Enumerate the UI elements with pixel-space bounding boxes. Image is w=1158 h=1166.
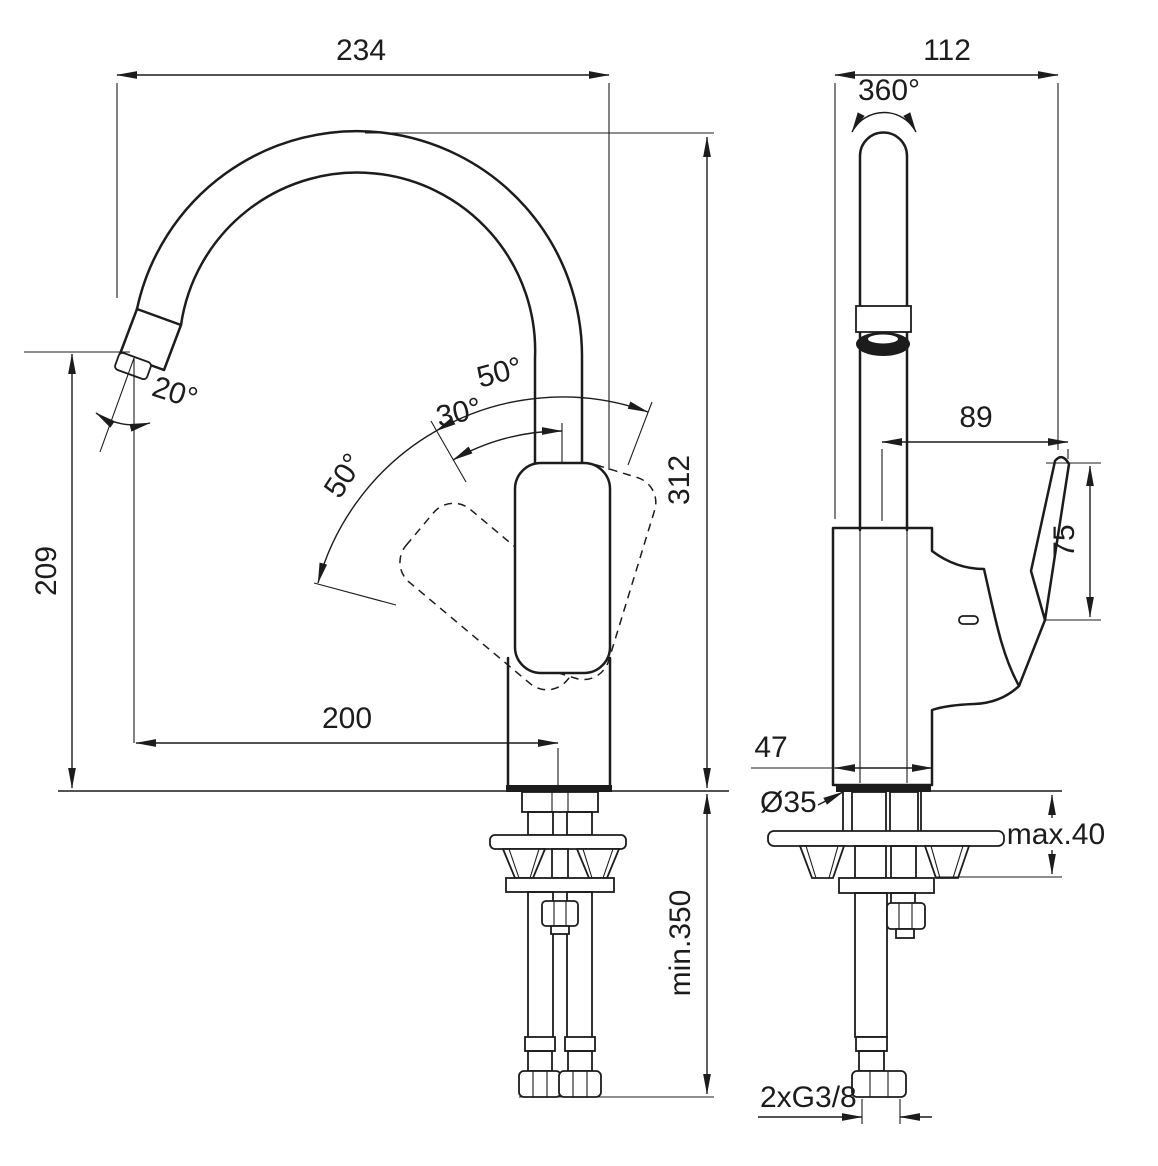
aerator-highlight bbox=[868, 334, 898, 344]
body-column bbox=[506, 656, 612, 787]
mounting-set-front bbox=[489, 791, 627, 1098]
mounting-nut bbox=[541, 900, 579, 927]
dim-handle-height: 75 bbox=[1048, 524, 1081, 557]
temperature-marker bbox=[958, 615, 979, 625]
dim-spout-angle: 20° bbox=[148, 370, 201, 415]
dim-hose-min-length: min.350 bbox=[664, 890, 697, 997]
dim-hole-diameter: Ø35 bbox=[760, 786, 817, 819]
dim-total-height: 312 bbox=[663, 455, 696, 505]
base-gasket-side bbox=[836, 785, 931, 792]
spout-inner-curve bbox=[179, 171, 537, 465]
hose-end-left bbox=[518, 1036, 562, 1098]
dim-handle-swing-total: 50° bbox=[473, 351, 525, 395]
handle-lever-side bbox=[1029, 455, 1071, 622]
dim-spout-reach: 200 bbox=[322, 702, 372, 735]
hose-end-side bbox=[851, 1036, 907, 1098]
aerator-band bbox=[855, 305, 912, 333]
handle-dashed-right-position bbox=[515, 463, 657, 681]
spout-nozzle bbox=[118, 307, 183, 372]
spout-column-hidden bbox=[859, 530, 908, 783]
dim-handle-reach: 89 bbox=[959, 401, 992, 434]
dimension-layer: 234 112 360° 209 312 200 20° 50° 30° 50° bbox=[24, 34, 1105, 1124]
handle-dashed-left-position bbox=[399, 502, 602, 691]
dim-spout-height: 209 bbox=[30, 546, 63, 596]
dim-connection-size: 2xG3/8 bbox=[760, 1081, 857, 1114]
handle-front bbox=[513, 461, 612, 675]
dim-swivel: 360° bbox=[858, 74, 920, 107]
spout-aerator-tip bbox=[114, 351, 152, 381]
body-side bbox=[831, 526, 1021, 787]
mounting-nut-side bbox=[886, 902, 926, 930]
mounting-set-side bbox=[767, 791, 1005, 1098]
side-view bbox=[767, 131, 1071, 1098]
dim-deck-thickness: max.40 bbox=[1007, 818, 1105, 851]
dim-handle-swing-open: 30° bbox=[433, 392, 485, 434]
front-view bbox=[114, 129, 657, 1098]
dim-spout-width: 234 bbox=[336, 34, 386, 67]
base-gasket bbox=[506, 785, 612, 792]
dim-side-width: 112 bbox=[923, 34, 971, 67]
handle-base-edge bbox=[1017, 618, 1047, 688]
hose-end-right bbox=[558, 1036, 602, 1098]
dim-body-width: 47 bbox=[754, 731, 787, 764]
spout-outer-curve bbox=[135, 129, 584, 465]
